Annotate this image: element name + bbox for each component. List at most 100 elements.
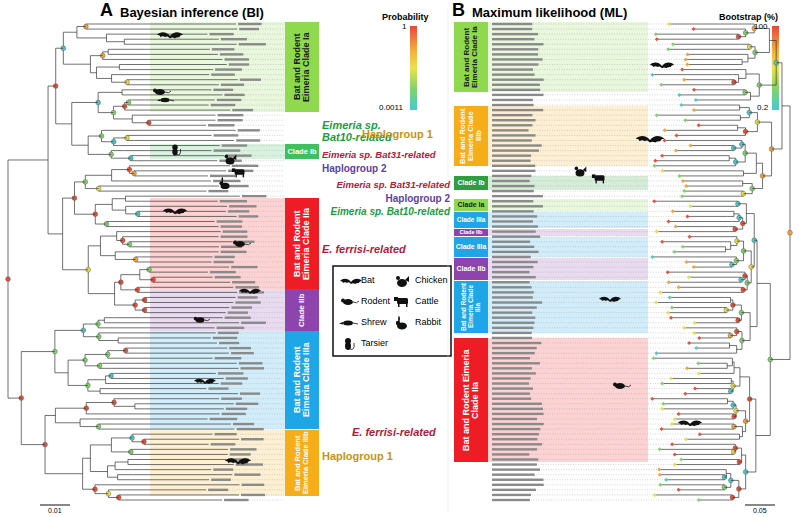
tree-line — [745, 24, 754, 25]
leader-line — [243, 398, 284, 399]
taxon-label-mark — [492, 453, 529, 455]
leader-line — [256, 241, 284, 242]
cattle-icon — [232, 168, 236, 172]
taxon-label-mark — [230, 448, 257, 450]
taxon-label-mark — [213, 468, 233, 470]
tree-line — [738, 127, 746, 128]
rabbit-icon — [398, 316, 400, 322]
clade-name: Bat and Rodent Eimeria Clade Ia — [293, 23, 312, 111]
legend-box — [333, 266, 451, 356]
leader-line — [267, 44, 284, 45]
tip-marker — [686, 52, 690, 56]
tip-marker — [659, 427, 663, 431]
taxon-label-mark — [492, 256, 531, 258]
taxon-label-mark — [492, 296, 533, 298]
tree-line — [128, 105, 140, 106]
tree-line — [657, 39, 735, 40]
taxon-label-mark — [211, 479, 231, 481]
tree-line — [132, 469, 211, 470]
tree-line — [108, 49, 117, 50]
tree-line — [731, 391, 733, 392]
leader-line — [229, 489, 284, 490]
tree-line — [687, 368, 722, 369]
clade-highlight — [150, 331, 285, 429]
tree-line — [135, 165, 230, 166]
tree-line — [769, 40, 776, 41]
tree-line — [737, 434, 740, 435]
tree-line — [88, 154, 111, 155]
tree-line — [48, 233, 63, 234]
tree-line — [112, 332, 216, 333]
leader-line — [267, 196, 284, 197]
tree-line — [115, 489, 206, 490]
leader-line — [537, 231, 657, 232]
leader-line — [229, 191, 284, 192]
tip-marker — [673, 452, 677, 456]
taxon-label-mark — [492, 246, 534, 248]
tree-line — [740, 107, 750, 108]
clade-band: Clade Ia — [454, 199, 488, 211]
clade-name: Bat and Rodent Eimeria Clade Ia — [463, 23, 480, 91]
cattle-icon — [603, 180, 604, 184]
tree-line — [137, 434, 212, 435]
tip-marker — [659, 83, 663, 87]
tree-line — [731, 236, 737, 237]
taxon-label-mark — [492, 180, 530, 182]
tree-line — [63, 269, 89, 270]
tree-line — [83, 458, 91, 459]
tree-line — [732, 353, 736, 354]
tree-line — [86, 402, 114, 403]
leader-line — [535, 39, 656, 40]
tip-marker — [658, 473, 662, 477]
legend-text: Chicken — [415, 275, 448, 285]
clade-highlight — [488, 212, 648, 228]
leader-line — [539, 49, 668, 50]
tree-line — [679, 287, 741, 288]
tree-line — [98, 429, 121, 430]
tree-line — [733, 386, 740, 387]
tree-line — [63, 64, 90, 65]
tree-line — [68, 360, 85, 361]
tree-line — [117, 49, 209, 50]
tree-line — [736, 260, 743, 261]
taxon-label-mark — [213, 89, 233, 91]
figure-label: Haplogroup 1 — [362, 128, 433, 140]
tree-line — [99, 191, 117, 192]
leader-line — [238, 418, 284, 419]
tree-line — [737, 241, 744, 242]
tree-line — [101, 130, 112, 131]
tree-line — [770, 359, 790, 360]
taxon-label-mark — [241, 322, 266, 324]
taxon-label-mark — [492, 73, 535, 75]
chicken-icon — [575, 167, 579, 171]
leader-line — [537, 120, 686, 121]
tree-line — [733, 305, 742, 306]
taxon-label-mark — [492, 271, 530, 273]
leader-line — [535, 211, 673, 212]
tree-line — [661, 84, 730, 85]
leader-line — [254, 170, 284, 171]
tree-line — [757, 283, 770, 284]
tree-line — [739, 217, 743, 218]
tree-line — [727, 365, 732, 366]
clade-name: Bat and Rodent Eimeria Clade IIIb — [294, 431, 310, 495]
taxon-label-mark — [492, 185, 534, 187]
taxon-label-mark — [492, 28, 532, 30]
tree-line — [137, 135, 212, 136]
tree-line — [98, 320, 104, 321]
cattle-icon — [394, 297, 398, 301]
leader-line — [536, 317, 671, 318]
tip-marker — [674, 133, 678, 137]
tree-line — [126, 348, 141, 349]
tree-line — [148, 297, 236, 298]
rodent-icon — [625, 385, 631, 387]
tree-line — [756, 435, 770, 436]
tree-line — [728, 302, 731, 303]
leader-line — [230, 388, 284, 389]
tree-line — [744, 173, 757, 174]
tree-line — [759, 85, 776, 86]
leader-line — [260, 287, 284, 288]
tree-line — [147, 449, 228, 450]
leader-line — [536, 170, 662, 171]
taxon-label-mark — [492, 251, 539, 253]
